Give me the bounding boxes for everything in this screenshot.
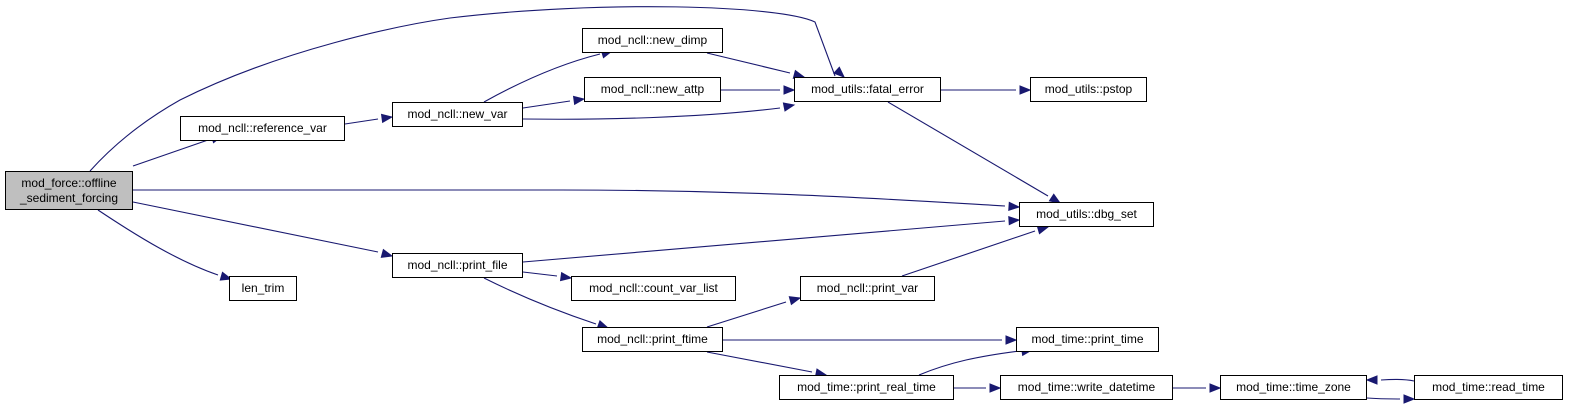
node-label: mod_force::offline bbox=[21, 175, 117, 190]
node-fatal-error[interactable]: mod_utils::fatal_error bbox=[794, 77, 941, 102]
node-new-var[interactable]: mod_ncll::new_var bbox=[392, 102, 523, 127]
edge-print_file-to-count_var_list bbox=[522, 271, 558, 277]
arrowhead-fatal_error-to-dbg_set bbox=[1048, 193, 1062, 204]
edge-offline_sediment_forcing-to-dbg_set bbox=[133, 189, 1006, 207]
arrowhead-print_real_time-to-write_datetime bbox=[989, 383, 1002, 393]
arrowhead-new_attp-to-fatal_error bbox=[783, 85, 796, 95]
node-label: mod_utils::fatal_error bbox=[811, 82, 924, 96]
node-label: mod_ncll::new_dimp bbox=[597, 33, 708, 47]
node-label: mod_ncll::print_ftime bbox=[597, 332, 708, 346]
node-count-var-list[interactable]: mod_ncll::count_var_list bbox=[571, 276, 736, 301]
node-print-ftime[interactable]: mod_ncll::print_ftime bbox=[582, 327, 723, 352]
edge-offline_sediment_forcing-to-print_file bbox=[132, 201, 379, 253]
node-new-attp[interactable]: mod_ncll::new_attp bbox=[584, 77, 721, 102]
edge-offline_sediment_forcing-to-len_trim bbox=[97, 209, 219, 276]
node-label: mod_ncll::print_file bbox=[407, 258, 508, 272]
arrowhead-print_file-to-count_var_list bbox=[559, 271, 573, 282]
node-pstop[interactable]: mod_utils::pstop bbox=[1030, 77, 1147, 102]
node-label: mod_time::write_datetime bbox=[1017, 380, 1156, 394]
node-label: mod_ncll::count_var_list bbox=[589, 281, 718, 295]
node-label: mod_time::print_real_time bbox=[797, 380, 936, 394]
edge-time_zone-to-read_time bbox=[1366, 397, 1401, 400]
node-print-time[interactable]: mod_time::print_time bbox=[1016, 327, 1159, 352]
node-len-trim[interactable]: len_trim bbox=[229, 276, 297, 301]
arrowhead-offline_sediment_forcing-to-fatal_error bbox=[833, 66, 845, 78]
edge-print_ftime-to-print_real_time bbox=[706, 351, 813, 373]
arrowhead-new_var-to-new_attp bbox=[572, 95, 586, 106]
arrowhead-print_ftime-to-print_time bbox=[1005, 335, 1018, 345]
arrowhead-time_zone-to-read_time bbox=[1403, 394, 1416, 404]
node-reference-var[interactable]: mod_ncll::reference_var bbox=[180, 116, 345, 141]
node-label: mod_utils::dbg_set bbox=[1036, 207, 1137, 221]
node-print-real-time[interactable]: mod_time::print_real_time bbox=[779, 375, 954, 400]
node-label: mod_ncll::reference_var bbox=[198, 121, 327, 135]
arrowhead-write_datetime-to-time_zone bbox=[1209, 383, 1222, 393]
node-label: _sediment_forcing bbox=[19, 190, 119, 205]
edge-read_time-to-time_zone bbox=[1380, 378, 1415, 382]
edge-print_file-to-dbg_set bbox=[522, 220, 1006, 263]
edge-new_dimp-to-fatal_error bbox=[706, 52, 791, 74]
node-write-datetime[interactable]: mod_time::write_datetime bbox=[1000, 375, 1173, 400]
edge-print_var-to-dbg_set bbox=[901, 230, 1036, 277]
edge-print_file-to-print_ftime bbox=[483, 277, 597, 325]
arrowhead-offline_sediment_forcing-to-len_trim bbox=[219, 271, 233, 281]
node-label: mod_ncll::new_attp bbox=[600, 82, 705, 96]
node-print-var[interactable]: mod_ncll::print_var bbox=[800, 276, 935, 301]
edge-new_var-to-new_attp bbox=[522, 100, 571, 109]
arrowhead-fatal_error-to-pstop bbox=[1019, 85, 1032, 95]
edge-print_ftime-to-print_var bbox=[706, 301, 787, 328]
node-label: mod_utils::pstop bbox=[1044, 82, 1133, 96]
arrowhead-new_var-to-fatal_error bbox=[782, 102, 796, 112]
node-label: len_trim bbox=[241, 281, 285, 295]
node-time-zone[interactable]: mod_time::time_zone bbox=[1220, 375, 1367, 400]
node-dbg-set[interactable]: mod_utils::dbg_set bbox=[1019, 202, 1154, 227]
arrowhead-print_file-to-dbg_set bbox=[1008, 215, 1021, 226]
arrowhead-print_ftime-to-print_var bbox=[788, 296, 802, 306]
edge-fatal_error-to-dbg_set bbox=[887, 101, 1049, 197]
edge-offline_sediment_forcing-to-reference_var bbox=[132, 139, 209, 167]
node-label: mod_ncll::new_var bbox=[407, 107, 508, 121]
edge-new_var-to-new_dimp bbox=[483, 53, 601, 103]
node-label: mod_time::read_time bbox=[1432, 380, 1545, 394]
node-label: mod_time::time_zone bbox=[1236, 380, 1351, 394]
arrowhead-read_time-to-time_zone bbox=[1365, 375, 1378, 385]
node-print-file[interactable]: mod_ncll::print_file bbox=[392, 253, 523, 278]
arrowhead-offline_sediment_forcing-to-dbg_set bbox=[1008, 201, 1021, 212]
edge-new_var-to-fatal_error bbox=[522, 107, 781, 120]
node-offline-sediment-forcing: mod_force::offline_sediment_forcing bbox=[5, 171, 133, 210]
node-read-time[interactable]: mod_time::read_time bbox=[1414, 375, 1563, 400]
node-label: mod_ncll::print_var bbox=[816, 281, 919, 295]
arrowhead-reference_var-to-new_var bbox=[380, 113, 394, 124]
edge-print_real_time-to-print_time bbox=[918, 350, 1020, 376]
node-label: mod_time::print_time bbox=[1031, 332, 1144, 346]
arrowhead-print_var-to-dbg_set bbox=[1036, 225, 1050, 235]
arrowhead-offline_sediment_forcing-to-print_file bbox=[380, 248, 394, 258]
edge-reference_var-to-new_var bbox=[344, 118, 379, 125]
node-new-dimp[interactable]: mod_ncll::new_dimp bbox=[582, 28, 723, 53]
edge-offline_sediment_forcing-to-fatal_error bbox=[89, 6, 836, 172]
